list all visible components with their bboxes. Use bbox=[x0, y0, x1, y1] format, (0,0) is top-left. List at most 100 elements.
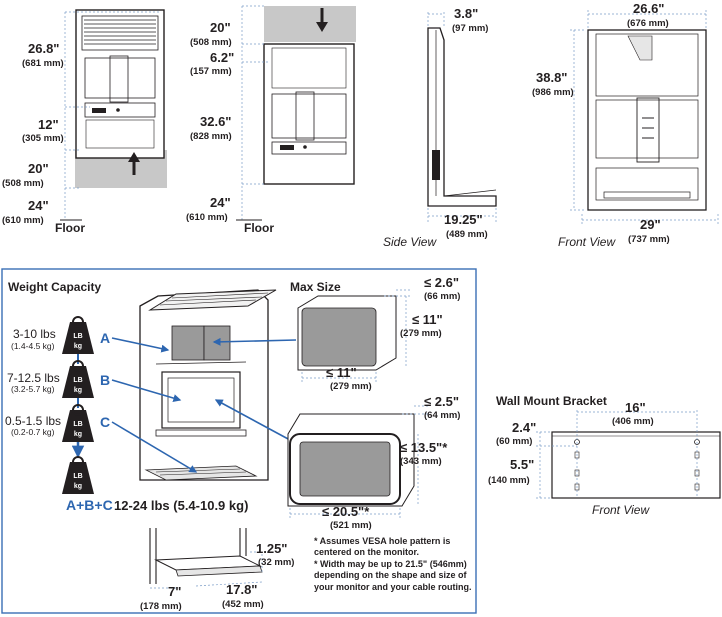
bracket-h2-mm: (140 mm) bbox=[488, 475, 530, 486]
front-height: 38.8" bbox=[536, 70, 567, 85]
tl-floor-label: Floor bbox=[55, 221, 85, 235]
front-base: 29" bbox=[640, 217, 661, 232]
bracket-h1-mm: (60 mm) bbox=[496, 436, 532, 447]
tl-dim1-mm: (681 mm) bbox=[22, 58, 64, 69]
svg-text:kg: kg bbox=[74, 431, 82, 438]
tm-dim3-mm: (828 mm) bbox=[190, 131, 232, 142]
weight-capacity-title: Weight Capacity bbox=[8, 280, 101, 294]
tl-dim4-mm: (610 mm) bbox=[2, 215, 44, 226]
max-a-depth-mm: (66 mm) bbox=[424, 291, 460, 302]
bracket-caption: Front View bbox=[592, 503, 650, 517]
pointer-c bbox=[111, 421, 198, 473]
front-view-caption: Front View bbox=[558, 235, 616, 249]
bracket-width: 16" bbox=[625, 400, 646, 415]
letter-b: B bbox=[100, 372, 110, 388]
kb-height: 1.25" bbox=[256, 541, 287, 556]
pointer-max-b bbox=[214, 399, 291, 441]
weight-icon-b: LB kg bbox=[62, 360, 94, 398]
note-line-1: * Assumes VESA hole pattern is bbox=[314, 536, 450, 546]
tm-dim4-mm: (610 mm) bbox=[186, 212, 228, 223]
cabinet-isometric bbox=[139, 289, 277, 481]
bracket-width-mm: (406 mm) bbox=[612, 416, 654, 427]
tm-dim3: 32.6" bbox=[200, 114, 231, 129]
tm-dim1-mm: (508 mm) bbox=[190, 37, 232, 48]
svg-text:LB: LB bbox=[73, 473, 82, 480]
kb-width: 17.8" bbox=[226, 582, 257, 597]
max-b-depth: ≤ 2.5" bbox=[424, 394, 459, 409]
svg-text:kg: kg bbox=[74, 483, 82, 490]
weight-c-kg: (0.2-0.7 kg) bbox=[11, 427, 55, 437]
front-width-mm: (676 mm) bbox=[627, 18, 669, 29]
svg-text:kg: kg bbox=[74, 343, 82, 350]
weight-b-kg: (3.2-5.7 kg) bbox=[11, 384, 55, 394]
down-arrow-icon bbox=[316, 22, 328, 32]
max-size-box-a bbox=[297, 289, 412, 382]
max-b-width-mm: (521 mm) bbox=[330, 520, 372, 531]
top-mid-elevation: 20" (508 mm) 6.2" (157 mm) 32.6" (828 mm… bbox=[186, 5, 356, 235]
letter-a: A bbox=[100, 330, 110, 346]
wall-mount-bracket: Wall Mount Bracket 16" (406 mm) 2.4" (60… bbox=[488, 394, 721, 517]
weight-icon-total: LB kg bbox=[62, 456, 94, 494]
side-view-caption: Side View bbox=[383, 235, 437, 249]
weight-a-kg: (1.4-4.5 kg) bbox=[11, 341, 55, 351]
tl-dim3: 20" bbox=[28, 161, 49, 176]
note-line-5: your monitor and your cable routing. bbox=[314, 582, 472, 592]
side-base: 19.25" bbox=[444, 212, 483, 227]
max-a-width-mm: (279 mm) bbox=[330, 381, 372, 392]
pointer-a bbox=[111, 337, 170, 353]
svg-text:LB: LB bbox=[73, 333, 82, 340]
svg-text:LB: LB bbox=[73, 377, 82, 384]
letter-c: C bbox=[100, 414, 110, 430]
tl-dim1: 26.8" bbox=[28, 41, 59, 56]
max-b-height-mm: (343 mm) bbox=[400, 456, 442, 467]
keyboard-tray-detail bbox=[149, 528, 263, 589]
weight-icons: LB kg LB kg LB kg LB kg bbox=[62, 316, 94, 494]
tl-dim2-mm: (305 mm) bbox=[22, 133, 64, 144]
note-line-3: * Width may be up to 21.5" (546mm) bbox=[314, 559, 467, 569]
front-width: 26.6" bbox=[633, 1, 664, 16]
weight-c-lbs: 0.5-1.5 lbs bbox=[5, 414, 61, 428]
cabinet-outline bbox=[263, 43, 355, 185]
max-b-depth-mm: (64 mm) bbox=[424, 410, 460, 421]
side-depth-mm: (97 mm) bbox=[452, 23, 488, 34]
weight-icon-a: LB kg bbox=[62, 316, 94, 354]
front-view: 26.6" (676 mm) 38.8" (986 mm) 29" (737 m… bbox=[532, 1, 719, 249]
bracket-h2: 5.5" bbox=[510, 457, 534, 472]
front-base-mm: (737 mm) bbox=[628, 234, 670, 245]
tl-dim3-mm: (508 mm) bbox=[2, 178, 44, 189]
tm-floor-label: Floor bbox=[244, 221, 274, 235]
max-a-width: ≤ 11" bbox=[326, 365, 357, 380]
max-size-monitor-b bbox=[287, 405, 430, 520]
footnotes: * Assumes VESA hole pattern is centered … bbox=[314, 536, 472, 592]
bracket-plate bbox=[551, 431, 721, 499]
max-size-title: Max Size bbox=[290, 280, 341, 294]
note-line-2: centered on the monitor. bbox=[314, 547, 419, 557]
max-a-height: ≤ 11" bbox=[412, 312, 443, 327]
pointer-b bbox=[111, 379, 182, 402]
capacity-panel-frame bbox=[1, 268, 477, 614]
front-height-mm: (986 mm) bbox=[532, 87, 574, 98]
tl-dim2: 12" bbox=[38, 117, 59, 132]
total-letters: A+B+C bbox=[66, 497, 113, 513]
side-depth: 3.8" bbox=[454, 6, 478, 21]
svg-text:LB: LB bbox=[73, 421, 82, 428]
max-a-height-mm: (279 mm) bbox=[400, 328, 442, 339]
tm-dim2: 6.2" bbox=[210, 50, 234, 65]
tm-dim2-mm: (157 mm) bbox=[190, 66, 232, 77]
bracket-h1: 2.4" bbox=[512, 420, 536, 435]
kb-depth: 7" bbox=[168, 584, 181, 599]
pointer-max-a bbox=[212, 337, 297, 346]
vent-panel bbox=[81, 15, 159, 51]
bracket-title: Wall Mount Bracket bbox=[496, 394, 607, 408]
side-view: 3.8" (97 mm) 19.25" (489 mm) Side View bbox=[383, 6, 497, 249]
top-vent-tray bbox=[148, 289, 277, 311]
max-b-height: ≤ 13.5"* bbox=[400, 440, 448, 455]
note-line-4: depending on the shape and size of bbox=[314, 570, 468, 580]
max-b-width: ≤ 20.5"* bbox=[322, 504, 370, 519]
side-profile bbox=[427, 27, 497, 207]
weight-b-lbs: 7-12.5 lbs bbox=[7, 371, 60, 385]
top-left-elevation: 26.8" (681 mm) 12" (305 mm) 20" (508 mm)… bbox=[2, 9, 167, 235]
up-arrow-icon bbox=[128, 152, 140, 162]
top-clearance-shade bbox=[264, 6, 356, 42]
kb-width-mm: (452 mm) bbox=[222, 599, 264, 610]
